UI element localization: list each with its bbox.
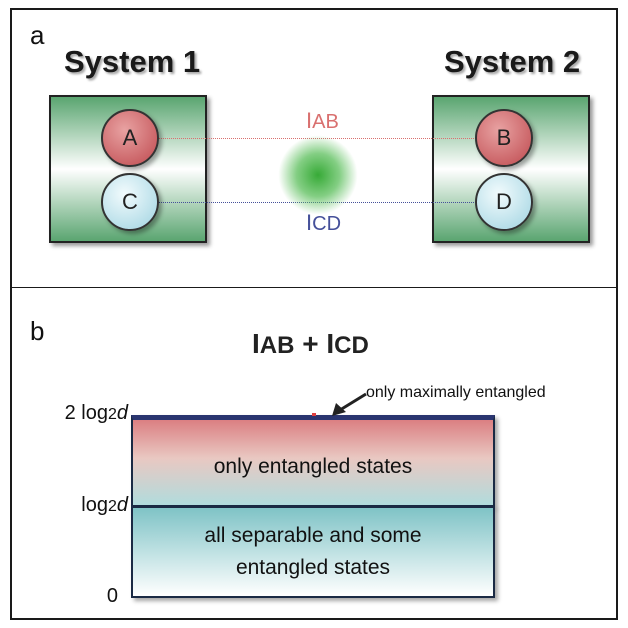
node-d: D [475,173,533,231]
upper-bar-text: only entangled states [213,455,413,478]
sum-label: IAB + ICD [252,328,369,359]
entanglement-blob [278,135,358,215]
annotation-max-entangled: only maximally entangled [366,384,546,401]
ytick-zero: 0 [106,585,118,607]
system2-title: System 2 [444,44,581,79]
panel-a-label: a [30,20,45,50]
ytick-top: 2 log2d [64,402,128,424]
bar-entangled-only: only entangled states [131,415,495,507]
system1-title: System 1 [64,44,201,79]
lower-bar-text-1: all separable and some [204,524,422,547]
ytick-mid: log2d [81,494,128,516]
bar-separable: all separable and some entangled states [131,506,495,598]
lower-bar-text-2: entangled states [235,556,391,579]
label-icd: ICD [306,210,342,235]
max-entangled-marker [312,413,316,416]
node-a: A [101,109,159,167]
node-b: B [475,109,533,167]
panel-a: a System 1 System 2 A C B D IAB ICD [10,8,618,288]
label-iab: IAB [306,108,339,133]
panel-b-label: b [30,316,45,346]
node-c: C [101,173,159,231]
annotation-arrow-icon [332,392,367,416]
